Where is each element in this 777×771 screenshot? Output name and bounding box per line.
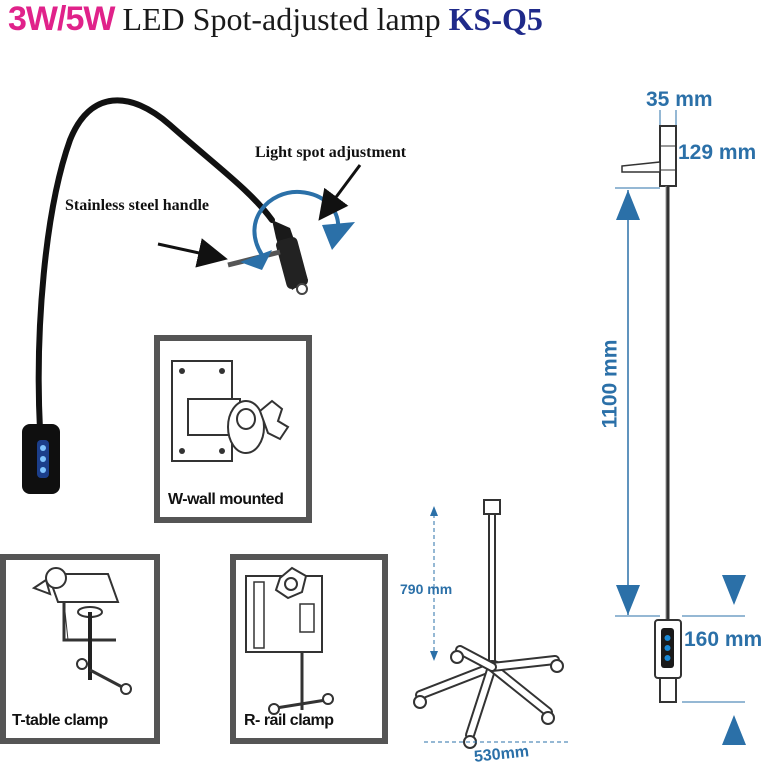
gooseneck-length-label: 1100 mm [598, 339, 622, 429]
spot-adjustment-label: Light spot adjustment [255, 144, 407, 161]
wall-mount-label: W-wall mounted [168, 491, 284, 508]
head-length-label: 160 mm [684, 628, 763, 651]
rail-clamp-illustration [245, 566, 334, 715]
gooseneck-lamp [22, 97, 362, 494]
wall-mount-panel: W-wall mounted [154, 335, 312, 523]
table-clamp-label: T-table clamp [12, 712, 108, 729]
table-clamp-panel: T-table clamp [0, 554, 160, 744]
wall-mount-illustration [171, 360, 290, 462]
rail-clamp-panel: R- rail clamp [230, 554, 388, 744]
title-model: KS-Q5 [448, 1, 543, 37]
title-description: LED Spot-adjusted lamp [122, 1, 441, 37]
rail-clamp-label: R- rail clamp [244, 712, 334, 729]
mobile-stand [413, 499, 568, 749]
top-diameter-label: 35 mm [646, 88, 713, 111]
stand-height-label: 790 mm [400, 581, 453, 597]
lamp-head [272, 220, 308, 295]
title-wattage: 3W/5W [8, 0, 115, 38]
table-clamp-illustration [31, 567, 132, 695]
top-section-label: 129 mm [678, 141, 757, 164]
handle-label: Stainless steel handle [65, 197, 210, 214]
dimension-drawing [615, 110, 746, 745]
handle-pointer-arrow [157, 238, 228, 268]
spot-pointer-arrow [318, 164, 362, 221]
